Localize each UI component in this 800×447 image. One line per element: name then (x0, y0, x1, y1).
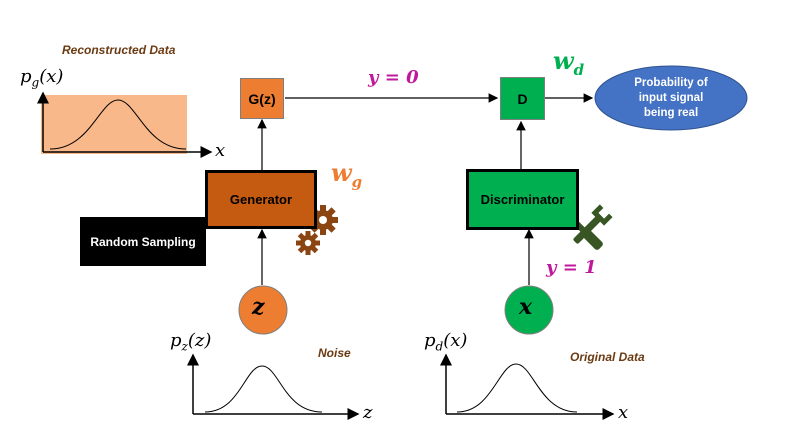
z-circle (238, 285, 288, 335)
discriminator-label: Discriminator (480, 192, 565, 207)
generator-box: Generator (205, 170, 317, 229)
output-text: Probability of input signal being real (600, 70, 742, 126)
x-circle-label: x (519, 294, 533, 320)
discriminator-box: Discriminator (466, 169, 579, 230)
discriminator-weights-label: wd (553, 46, 585, 79)
output-text-line-1: Probability of (634, 76, 708, 89)
noise-label: Noise (318, 346, 351, 360)
original-data-label: Original Data (570, 350, 645, 364)
x-axis-label-bottom: x (618, 402, 629, 423)
reconstructed-data-label: Reconstructed Data (62, 43, 176, 57)
generator-weights-label: wg (331, 158, 363, 191)
z-circle-label: z (252, 294, 265, 320)
reconstructed-plot-background (41, 95, 187, 154)
d-box: D (500, 77, 545, 120)
gz-label: G(z) (248, 90, 276, 107)
pd-x-label: pd(x) (424, 330, 468, 354)
y-equals-0-label: y = 0 (368, 67, 419, 88)
d-label: D (517, 90, 528, 107)
noise-plot-curve (204, 365, 323, 413)
original-plot-curve (456, 363, 578, 413)
x-circle (504, 285, 554, 335)
generator-label: Generator (229, 192, 293, 207)
pg-x-label: pg(x) (20, 66, 64, 90)
output-ellipse (594, 65, 748, 131)
output-text-line-3: being real (643, 106, 699, 119)
gz-box: G(z) (240, 78, 284, 119)
gear-icon (296, 231, 320, 255)
x-axis-label-top: x (215, 140, 226, 161)
reconstructed-plot-curve (49, 99, 187, 150)
random-sampling-label: Random Sampling (90, 234, 196, 249)
z-axis-label: z (363, 402, 373, 423)
random-sampling-box: Random Sampling (80, 217, 206, 266)
output-text-line-2: input signal (638, 91, 704, 104)
y-equals-1-label: y = 1 (546, 257, 597, 278)
pz-z-label: pz(z) (170, 330, 212, 354)
